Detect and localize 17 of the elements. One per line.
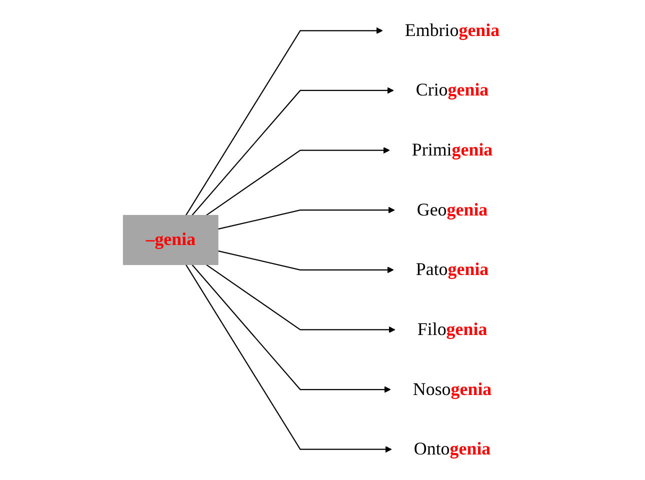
node-text: Ontogenia [414,440,490,460]
node-text: Criogenia [416,80,488,100]
arrow [191,87,394,216]
node-box: –genia [122,214,218,266]
node-text: Nosogenia [412,380,492,400]
node-text: Patogenia [416,260,488,280]
arrow [191,264,391,393]
arrow [206,264,396,333]
arrow [218,250,394,274]
arrow [185,27,383,216]
node-text: Filogenia [417,320,487,340]
arrow [185,264,392,453]
node-text: Primigenia [412,140,492,160]
arrow [218,206,395,230]
node-text: Geogenia [416,200,488,220]
arrow [206,147,390,216]
node-text: Embriogenia [404,20,500,40]
